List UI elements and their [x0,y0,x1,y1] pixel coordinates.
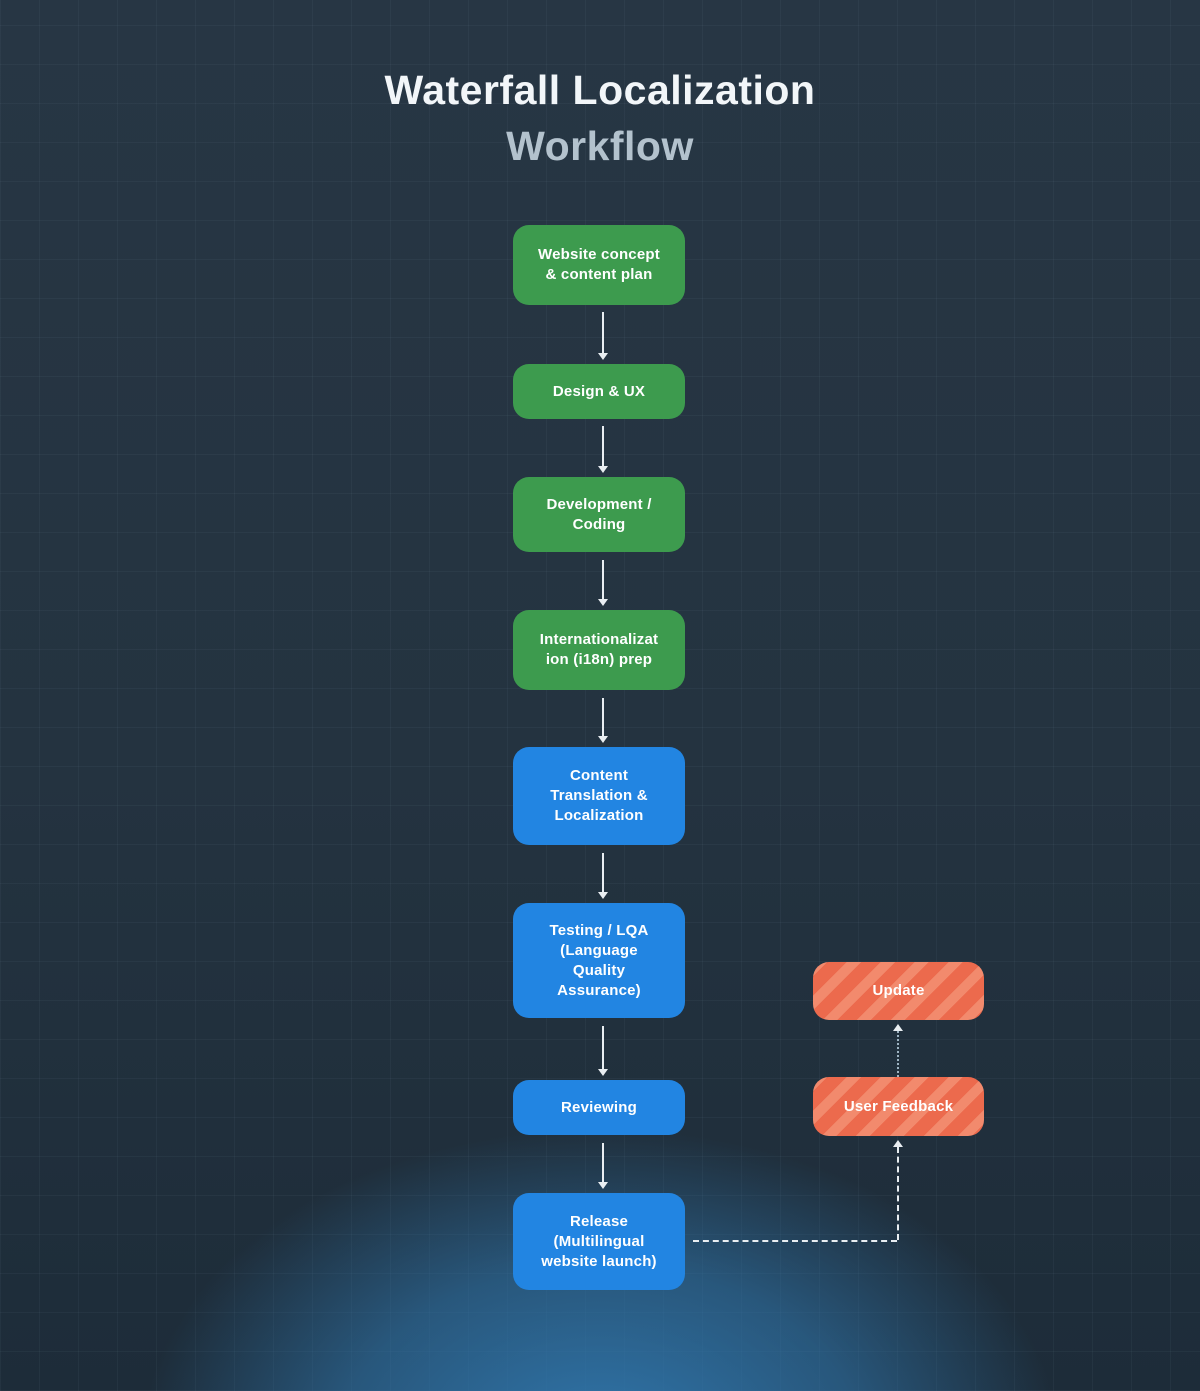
dashed-line-release-to-feedback [693,1240,897,1242]
title-line2: Workflow [506,123,694,169]
arrow-down-icon-i18n-to-translation [598,698,608,743]
arrow-down-icon-testing-to-reviewing [598,1026,608,1076]
node-user-feedback: User Feedback [813,1077,984,1136]
node-internationalization-prep: Internationalizat ion (i18n) prep [513,610,685,690]
node-website-concept: Website concept & content plan [513,225,685,305]
arrow-down-icon-concept-to-design [598,312,608,360]
arrow-down-icon-translation-to-testing [598,853,608,899]
node-design-ux: Design & UX [513,364,685,419]
arrow-down-icon-development-to-i18n [598,560,608,606]
title-line1: Waterfall Localization [384,67,816,113]
node-development-coding: Development / Coding [513,477,685,552]
dotted-arrow-up-icon-feedback-to-update [893,1024,903,1077]
node-testing-lqa: Testing / LQA (Language Quality Assuranc… [513,903,685,1018]
page-title: Waterfall Localization Workflow [0,62,1200,174]
node-update: Update [813,962,984,1020]
arrow-down-icon-reviewing-to-release [598,1143,608,1189]
node-content-translation-localization: Content Translation & Localization [513,747,685,845]
node-reviewing: Reviewing [513,1080,685,1135]
node-release-launch: Release (Multilingual website launch) [513,1193,685,1290]
arrow-down-icon-design-to-development [598,426,608,473]
dashed-arrow-up-icon-to-user-feedback [893,1140,903,1240]
